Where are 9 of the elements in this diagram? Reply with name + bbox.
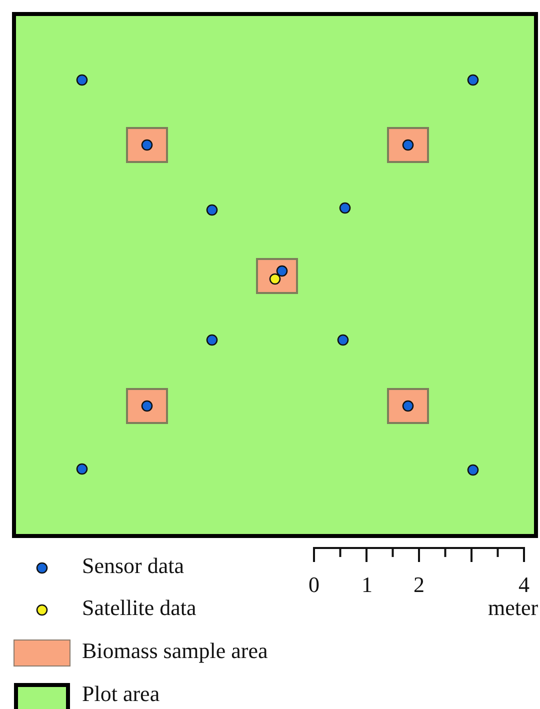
legend-label: Biomass sample area	[82, 639, 268, 663]
scale-unit: meter	[488, 596, 538, 620]
scale-number: 0	[308, 573, 320, 597]
scale-number: 2	[414, 573, 424, 597]
legend-label: Plot area	[82, 682, 160, 706]
scale-number: 1	[362, 573, 372, 597]
legend-label: Satellite data	[82, 596, 196, 620]
legend-label: Sensor data	[82, 554, 184, 578]
scale-number: 4	[518, 573, 530, 597]
